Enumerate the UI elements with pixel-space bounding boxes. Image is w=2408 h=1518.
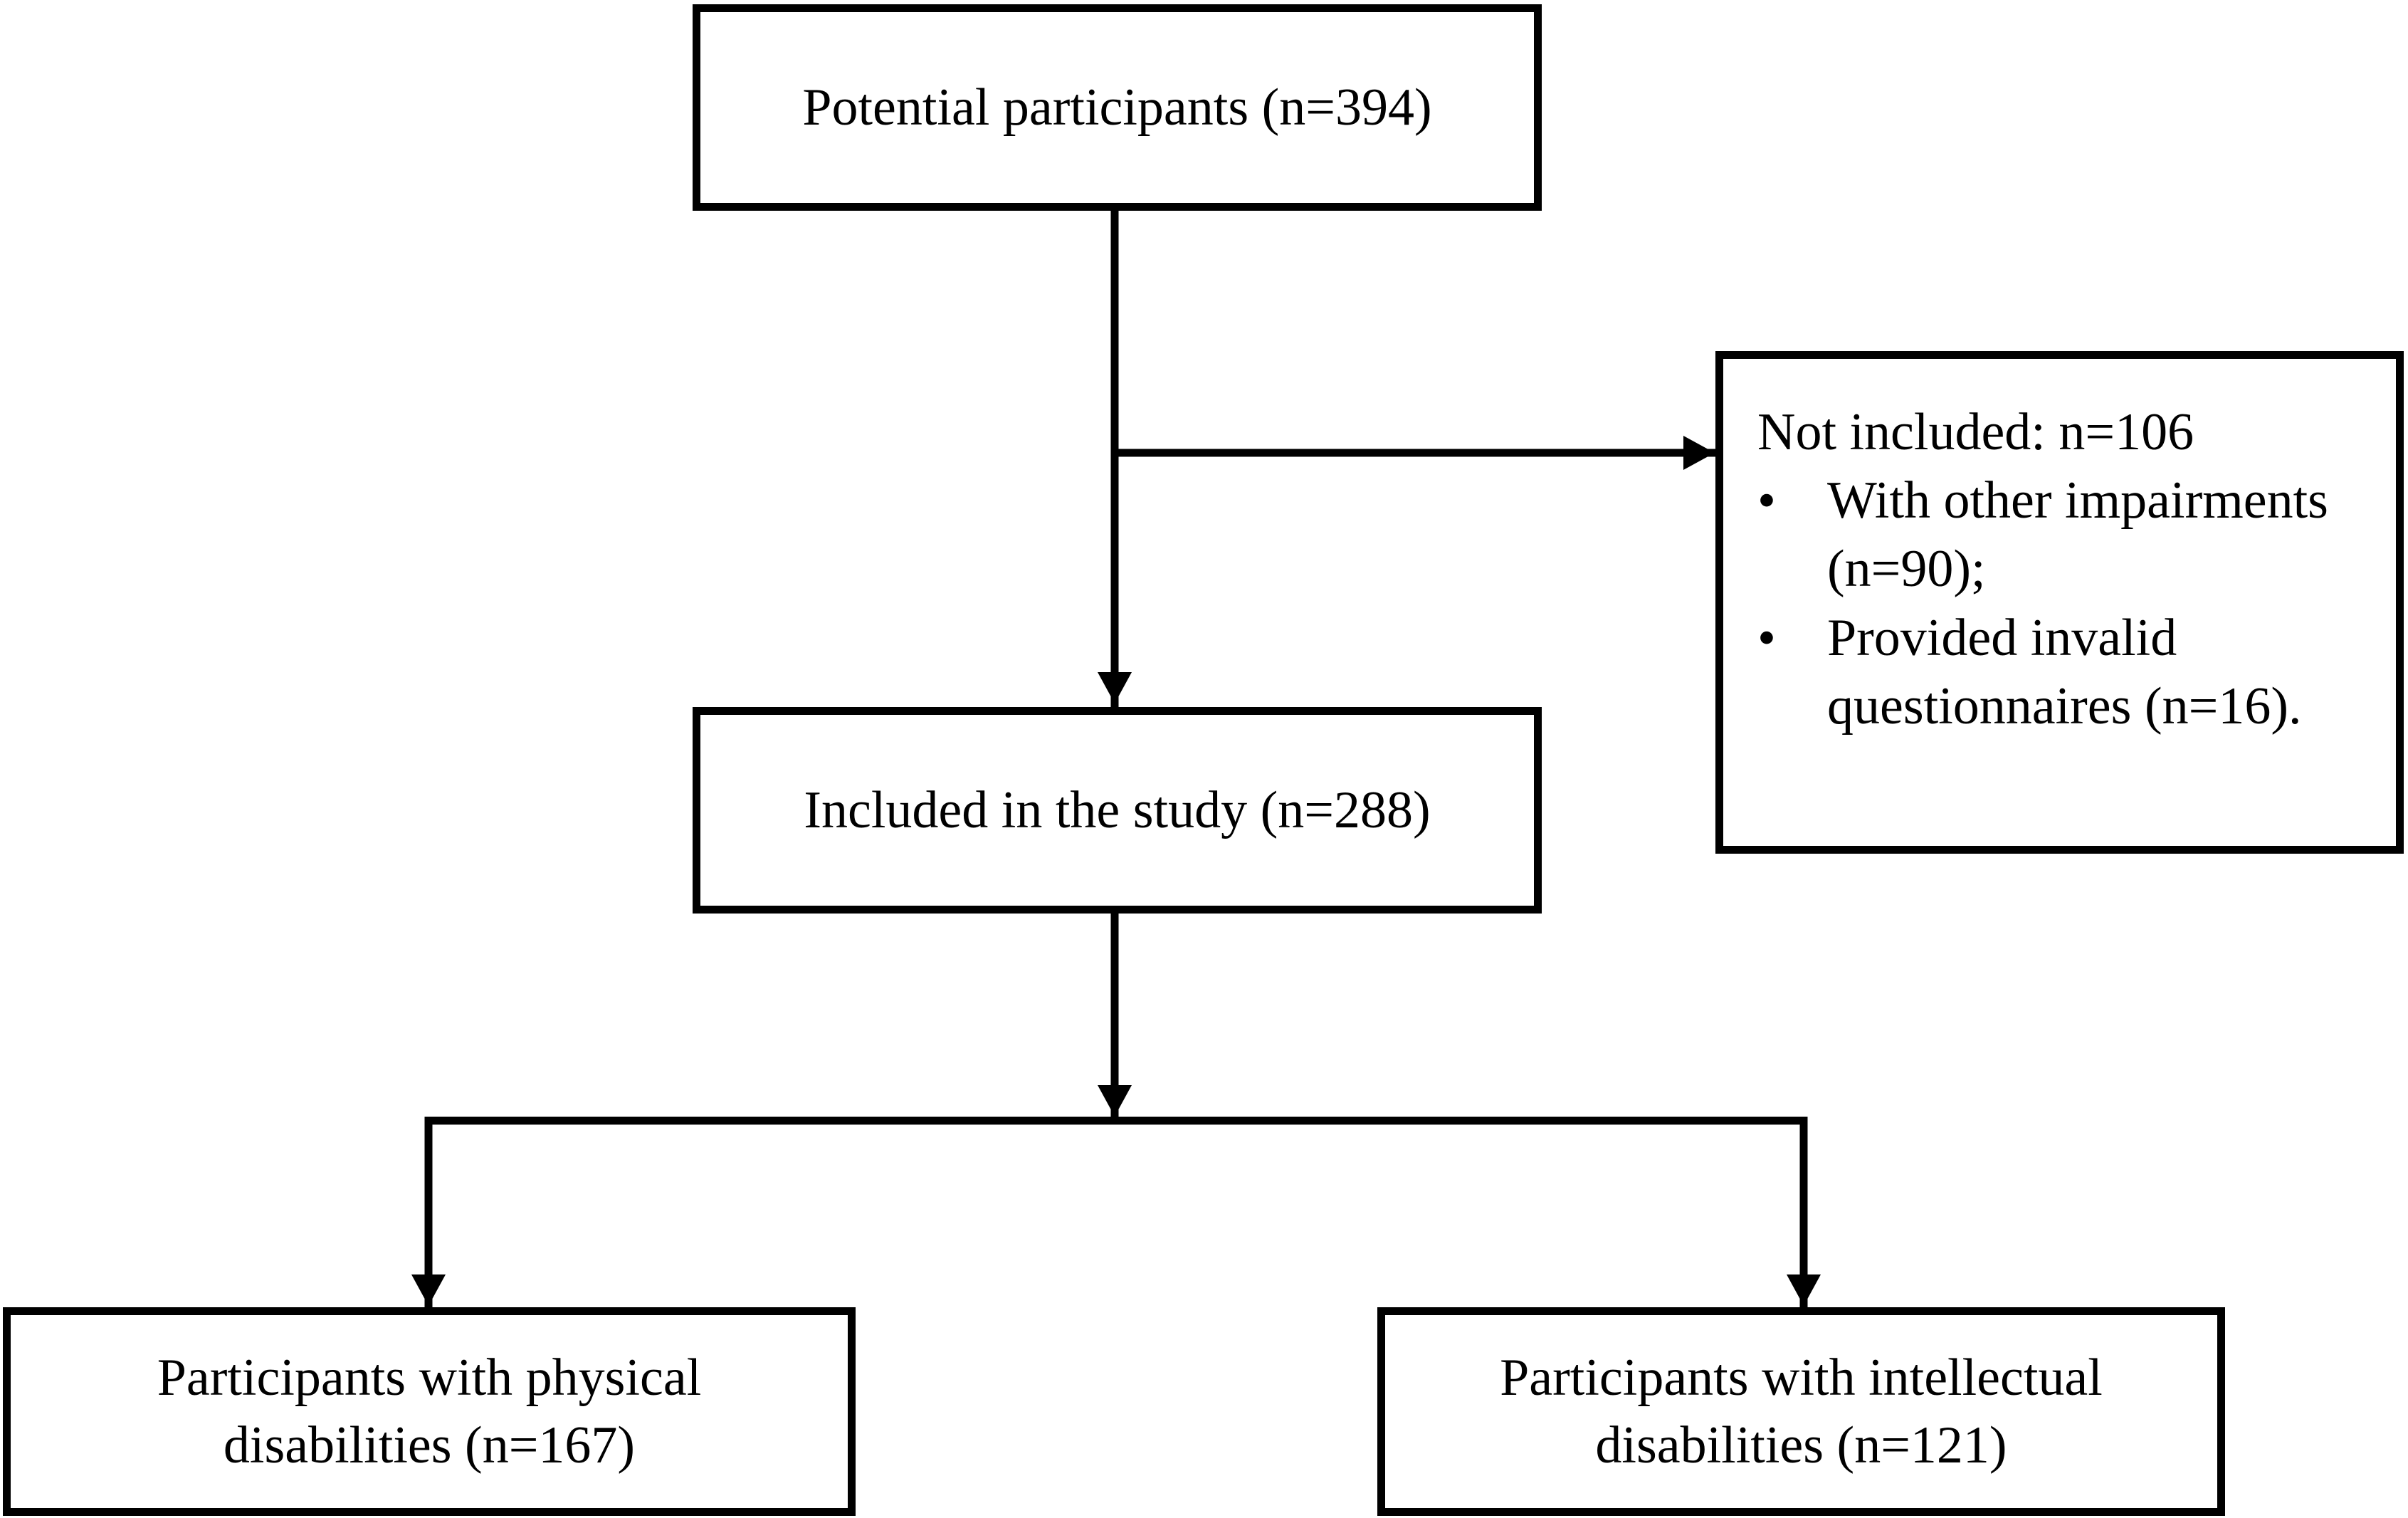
included-in-study-label: Included in the study (n=288) <box>804 780 1431 839</box>
exclusion-reason-item: With other impairments (n=90); <box>1757 466 2367 603</box>
intellectual-disabilities-box: Participants with intellectual disabilit… <box>1377 1307 2225 1516</box>
included-in-study-box: Included in the study (n=288) <box>693 707 1542 914</box>
potential-participants-label: Potential participants (n=394) <box>802 78 1432 137</box>
intellectual-disabilities-label: Participants with intellectual disabilit… <box>1500 1348 2103 1475</box>
physical-disabilities-label: Participants with physical disabilities … <box>157 1348 702 1475</box>
physical-disabilities-box: Participants with physical disabilities … <box>3 1307 856 1516</box>
exclusion-reason-item: Provided invalid questionnaires (n=16). <box>1757 604 2367 740</box>
exclusion-reasons-list: With other impairments (n=90); Provided … <box>1757 466 2367 740</box>
not-included-box: Not included: n=106 With other impairmen… <box>1715 351 2404 854</box>
potential-participants-box: Potential participants (n=394) <box>693 4 1542 211</box>
not-included-heading: Not included: n=106 <box>1757 403 2194 461</box>
